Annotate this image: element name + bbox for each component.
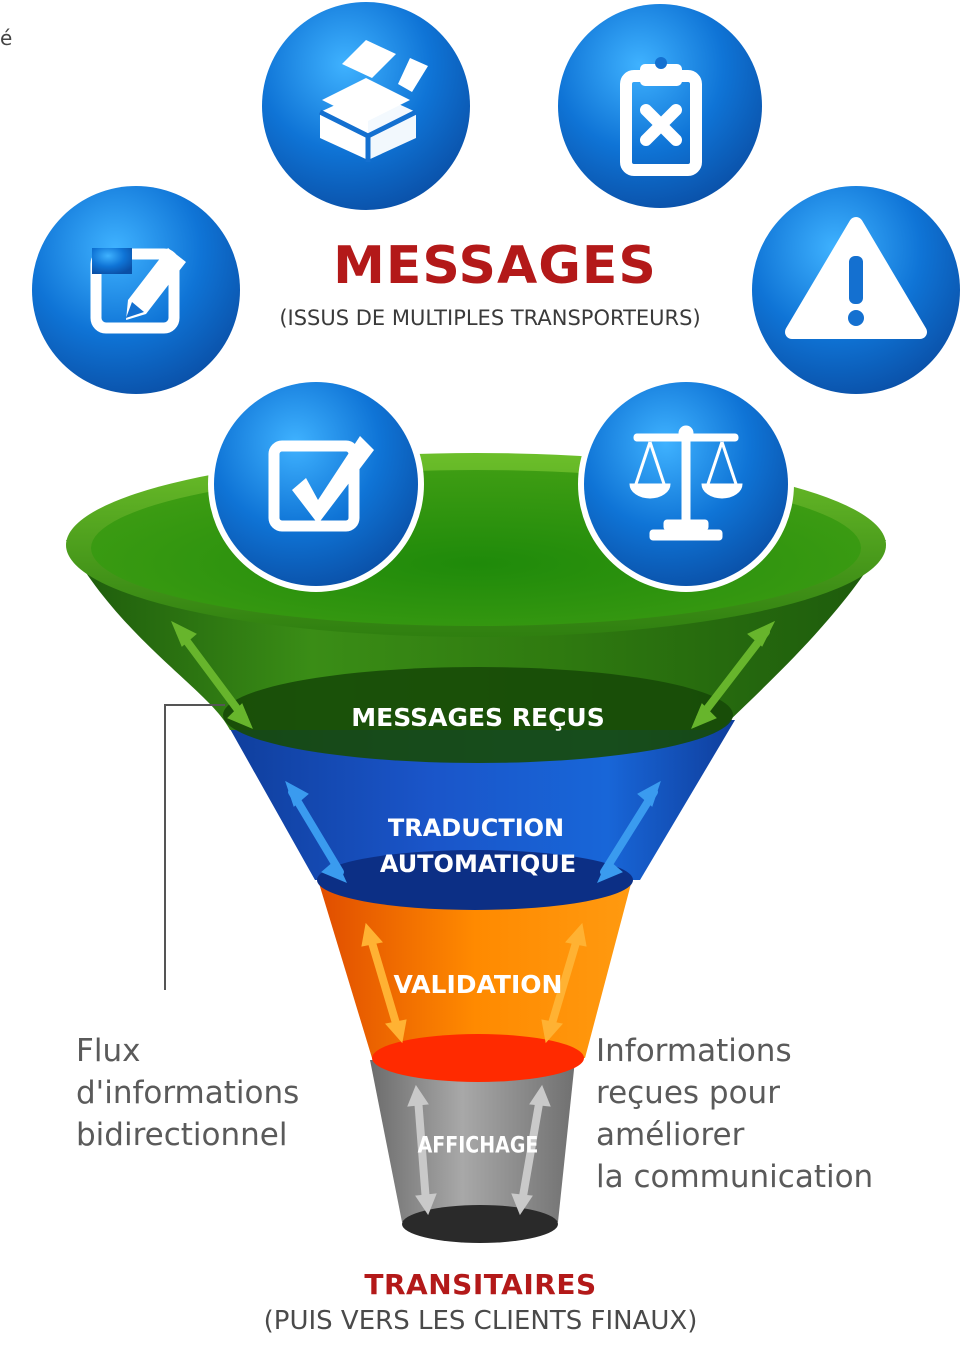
footer-subtitle: (PUIS VERS LES CLIENTS FINAUX) (263, 1306, 698, 1336)
stage-label-traduction: TRADUCTION (388, 814, 564, 842)
clipboard-x-icon (552, 0, 768, 214)
callout-line (164, 704, 225, 990)
right-annotation: Informations reçues pour améliorer la co… (596, 1033, 874, 1195)
scales-icon (578, 376, 794, 592)
edit-icon (26, 180, 246, 400)
stage-label-messages-recus: MESSAGES REÇUS (351, 703, 604, 732)
bidirectional-arrows (171, 620, 776, 1216)
stage-label-automatique: AUTOMATIQUE (380, 850, 576, 878)
stage-label-validation: VALIDATION (394, 970, 563, 999)
funnel-stage-traduction (225, 720, 735, 880)
checkbox-icon (208, 376, 424, 592)
funnel-blue-band (317, 850, 633, 910)
page-subtitle: (ISSUS DE MULTIPLES TRANSPORTEURS) (279, 306, 701, 330)
corner-glyph: é (0, 26, 13, 50)
stage-label-affichage: AFFICHAGE (418, 1132, 539, 1158)
funnel-dark-band (223, 667, 733, 763)
warning-icon (746, 180, 961, 400)
left-annotation: Flux d'informations bidirectionnel (76, 1033, 300, 1153)
funnel-red-band (372, 1034, 584, 1082)
footer-title: TRANSITAIRES (364, 1268, 597, 1301)
funnel-bottom-opening (402, 1205, 558, 1243)
box-icon (256, 0, 476, 216)
page-title: MESSAGES (333, 236, 657, 296)
